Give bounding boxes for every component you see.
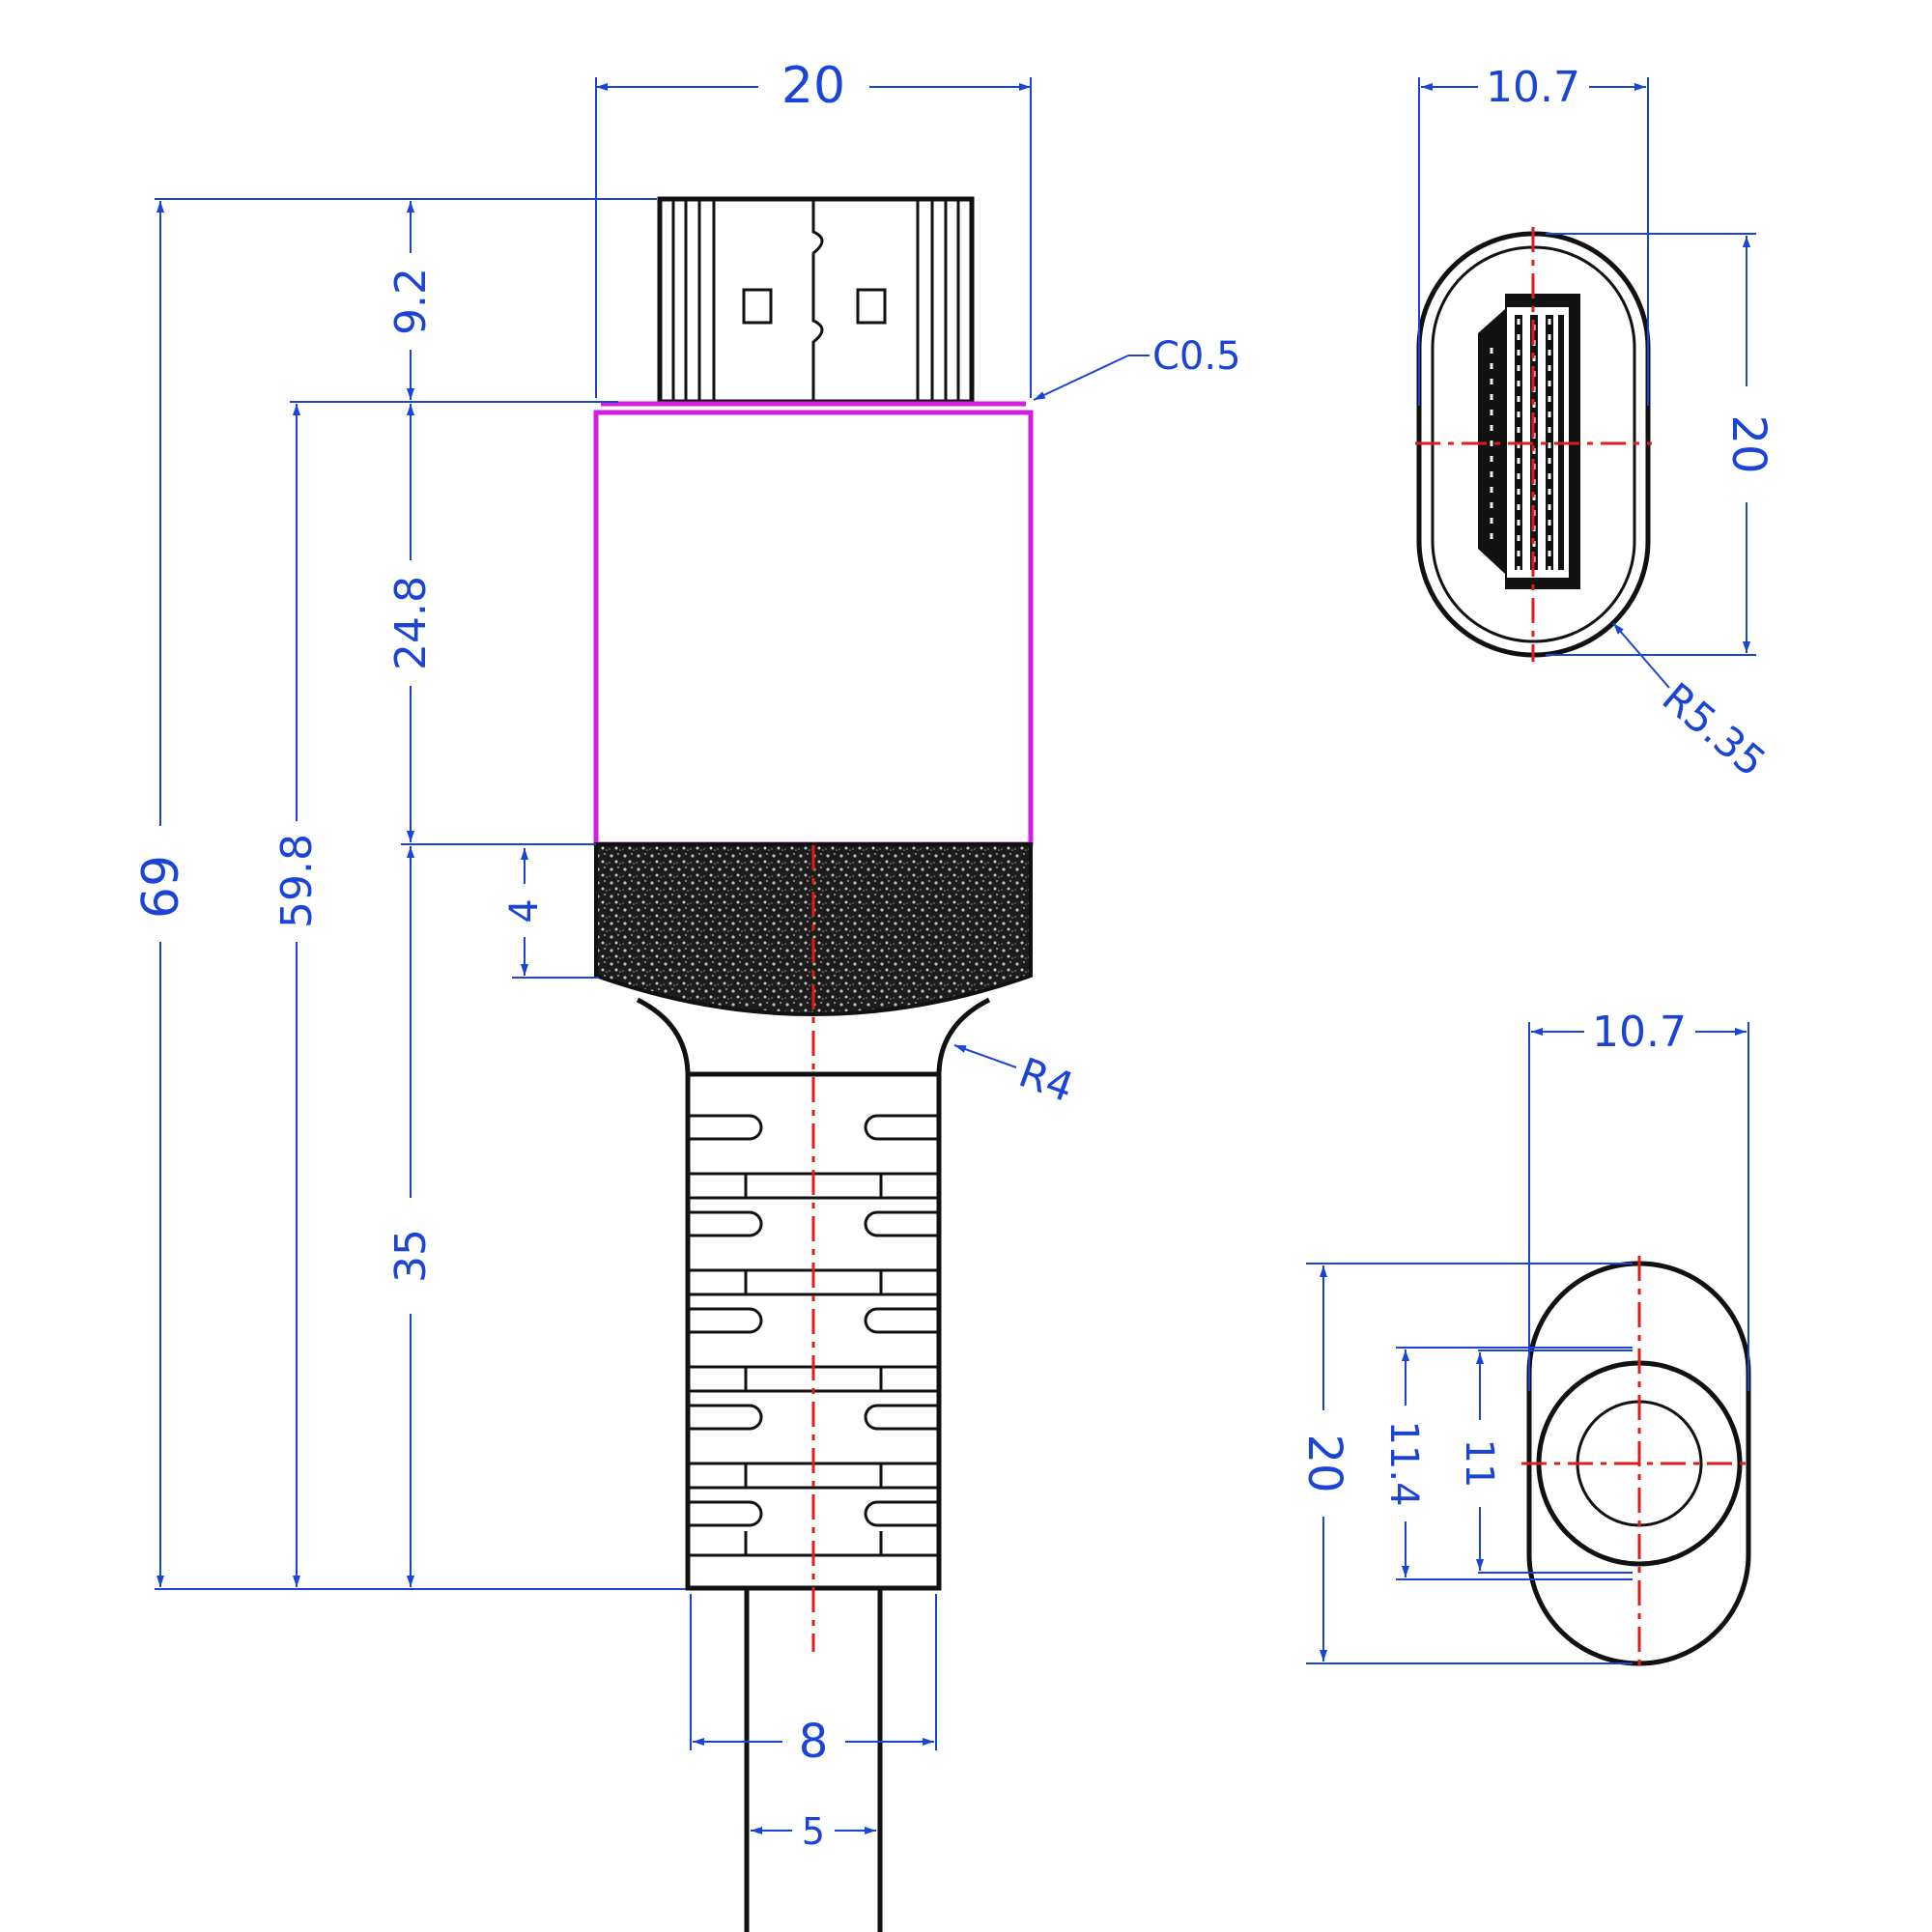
dimension-total-length: 69 bbox=[132, 201, 190, 1587]
dim-label-rear-height: 20 bbox=[1297, 1434, 1351, 1492]
dimension-knurl-length: 4 bbox=[502, 848, 547, 976]
dimension-end-width: 10.7 bbox=[1418, 63, 1649, 406]
dim-label-chamfer: C0.5 bbox=[1152, 334, 1241, 379]
dimension-housing-length: 24.8 bbox=[386, 404, 436, 842]
dim-label-total-length: 69 bbox=[132, 855, 190, 919]
dimension-plug-length: 9.2 bbox=[386, 201, 436, 400]
dimension-rear-height: 20 bbox=[1297, 1263, 1633, 1664]
dim-label-end-radius: R5.35 bbox=[1654, 673, 1775, 785]
dimension-rear-width: 10.7 bbox=[1528, 1008, 1749, 1391]
dim-label-end-width: 10.7 bbox=[1486, 63, 1580, 112]
dimension-chamfer: C0.5 bbox=[1033, 334, 1241, 401]
dim-label-housing-length: 24.8 bbox=[386, 576, 436, 670]
dimension-boot-width: 8 bbox=[690, 1594, 937, 1769]
dimension-rear-inner-dia: 11 bbox=[1457, 1350, 1633, 1574]
dim-label-plug-length: 9.2 bbox=[386, 268, 436, 335]
dimension-59-8: 59.8 bbox=[272, 404, 322, 1587]
dimension-strain-relief-length: 35 bbox=[386, 846, 436, 1587]
dimension-rear-outer-dia: 11.4 bbox=[1381, 1347, 1633, 1580]
dimension-fillet-radius: R4 bbox=[953, 1044, 1080, 1112]
dimension-cable-width: 5 bbox=[751, 1810, 876, 1853]
dim-label-width-top: 20 bbox=[781, 57, 845, 115]
dim-label-cable-width: 5 bbox=[802, 1810, 825, 1853]
housing bbox=[593, 410, 1034, 847]
dim-label-rear-outer-dia: 11.4 bbox=[1381, 1420, 1426, 1506]
dim-label-59-8: 59.8 bbox=[272, 834, 322, 928]
boot-neck bbox=[636, 997, 991, 1073]
dim-label-fillet-radius: R4 bbox=[1013, 1048, 1080, 1111]
dimension-width-top: 20 bbox=[595, 57, 1032, 398]
dim-label-knurl-length: 4 bbox=[502, 898, 547, 923]
dim-label-strain-relief-length: 35 bbox=[386, 1229, 436, 1283]
dim-label-rear-width: 10.7 bbox=[1592, 1008, 1687, 1057]
dim-label-rear-inner-dia: 11 bbox=[1457, 1439, 1501, 1489]
dim-label-boot-width: 8 bbox=[799, 1715, 829, 1769]
plug-tip bbox=[657, 196, 975, 405]
extension-lines-left bbox=[155, 198, 686, 1590]
dimension-end-radius: R5.35 bbox=[1612, 622, 1775, 786]
cable bbox=[744, 1588, 883, 1932]
dimension-end-height: 20 bbox=[1546, 233, 1776, 656]
dim-label-end-height: 20 bbox=[1721, 414, 1776, 473]
